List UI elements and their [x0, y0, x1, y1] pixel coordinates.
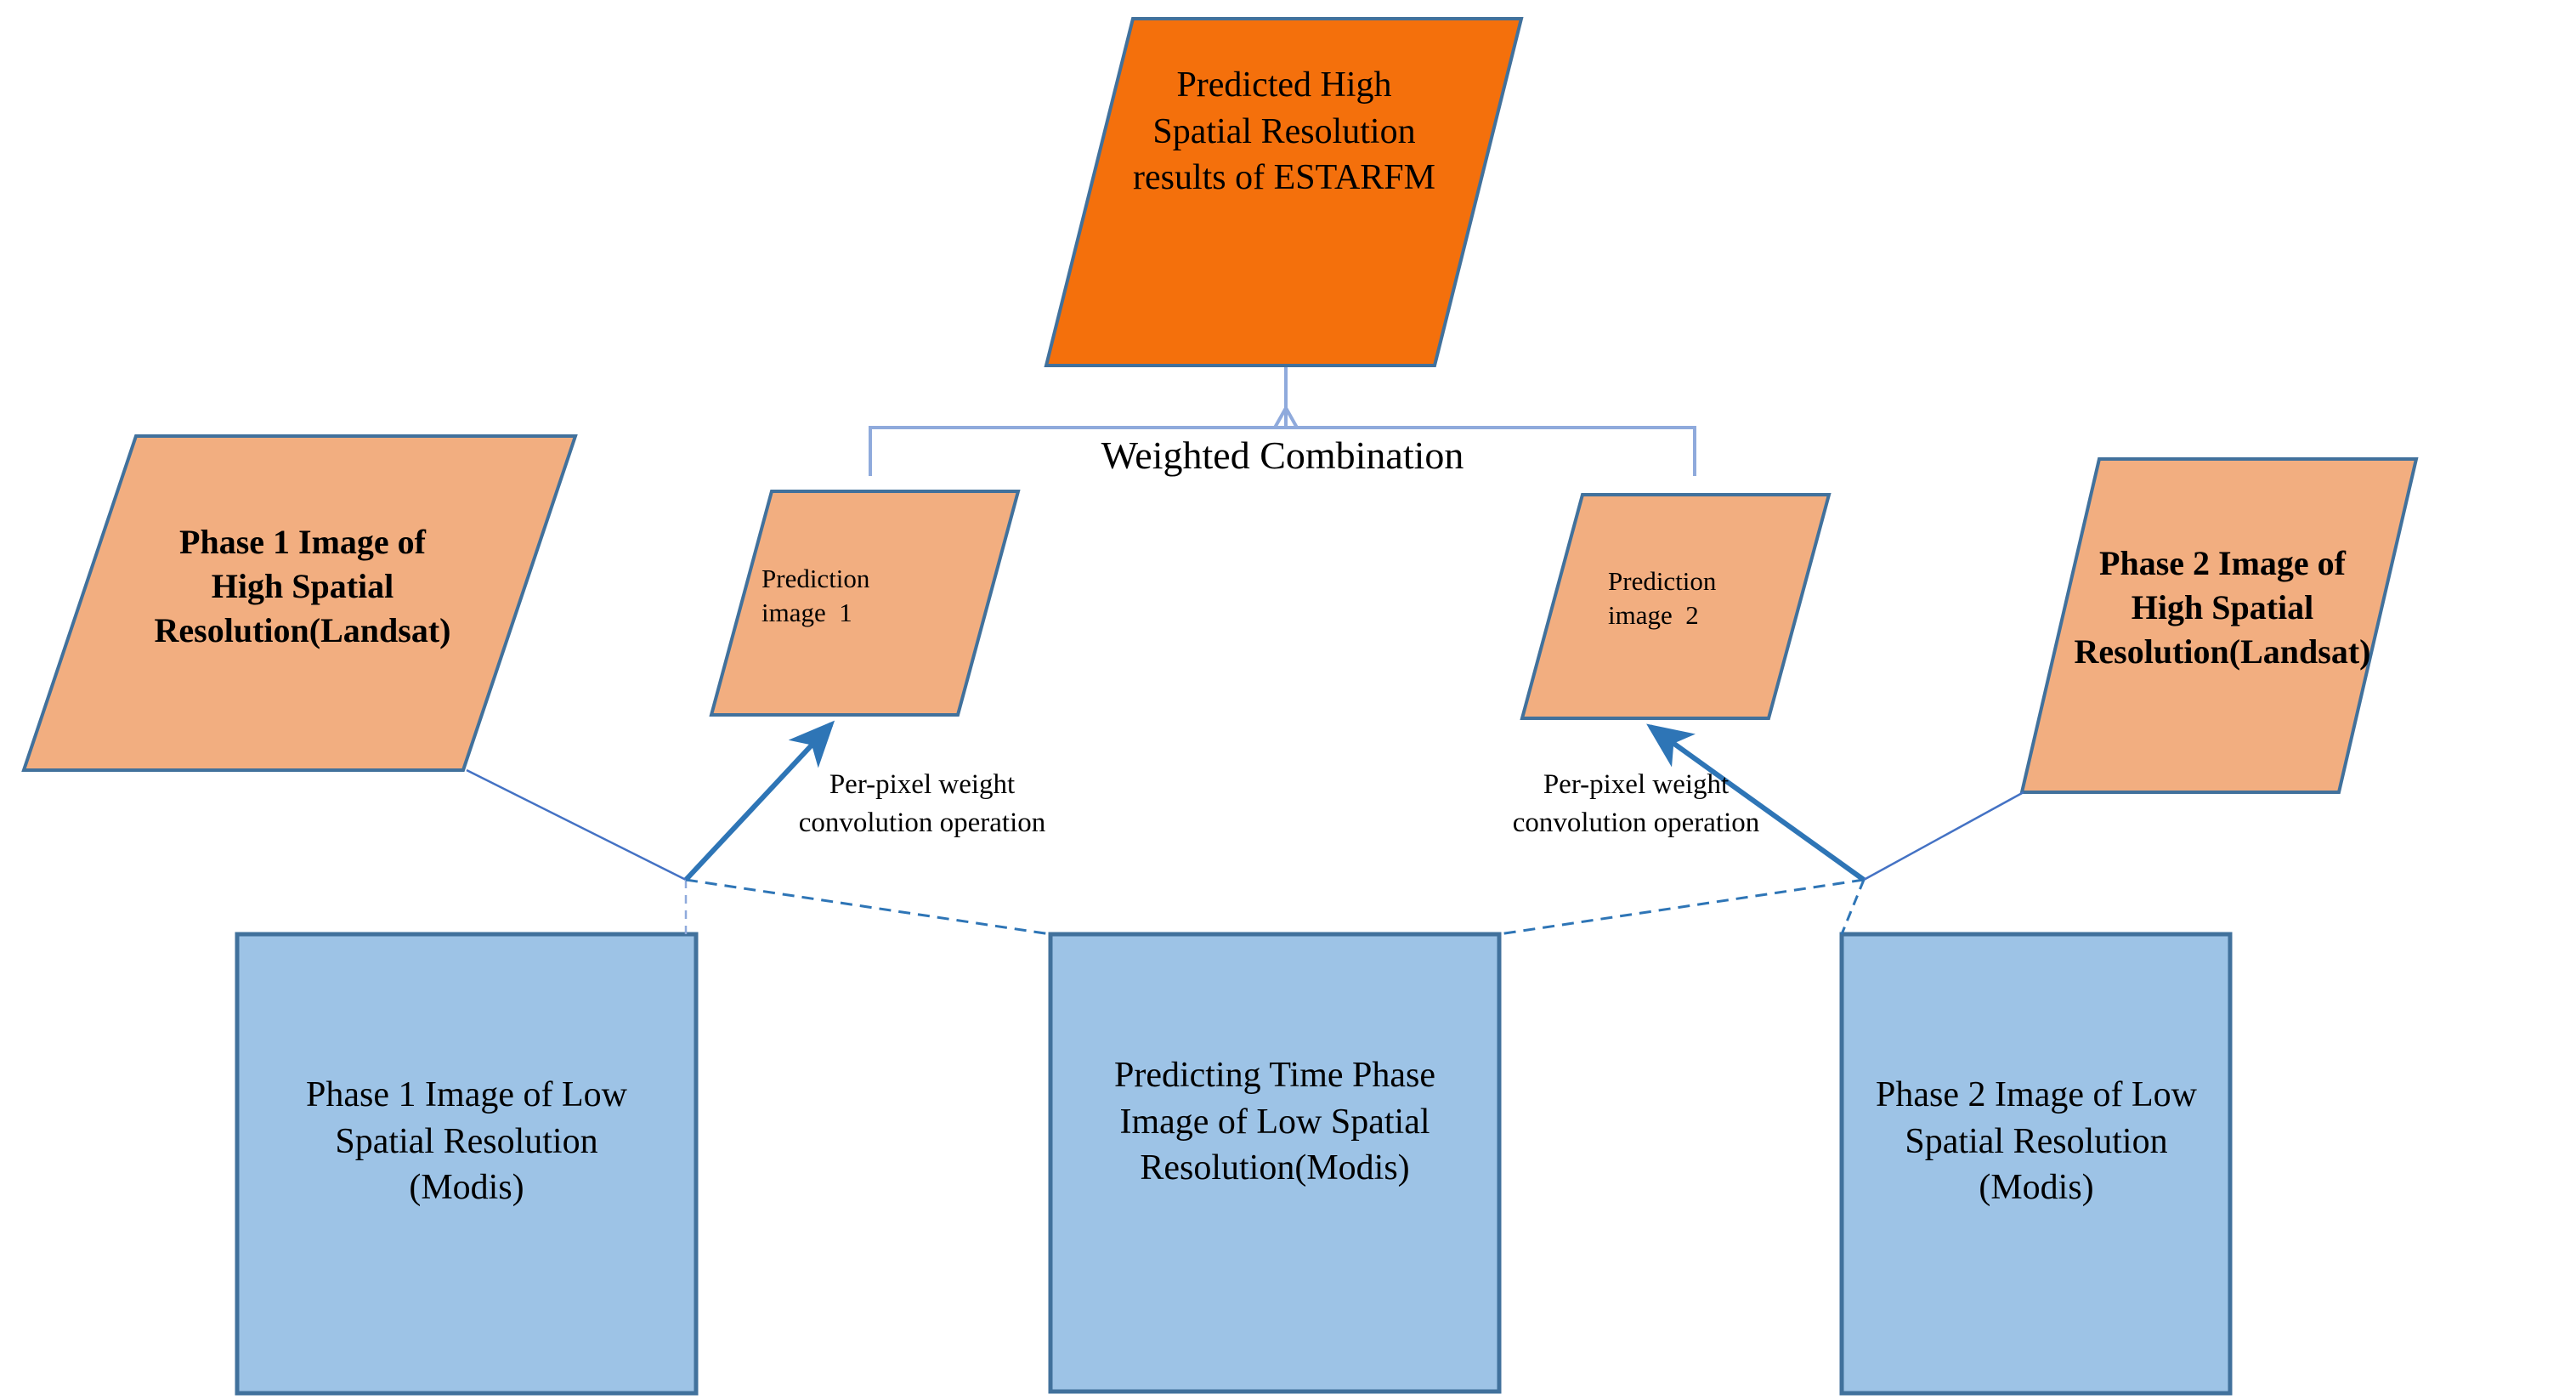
phase-1-high-res-shape[interactable]	[21, 434, 578, 772]
phase-2-low-res-shape[interactable]	[1839, 932, 2233, 1396]
arrow-to-prediction-image-2	[1646, 723, 1865, 882]
phase-2-high-res-shape[interactable]	[2019, 457, 2419, 794]
arrow-to-prediction-image-1	[683, 720, 835, 882]
phase-1-low-res-shape[interactable]	[235, 932, 699, 1396]
predicting-time-phase-low-res-shape[interactable]	[1048, 932, 1502, 1394]
prediction-image-2-shape[interactable]	[1520, 493, 1832, 720]
connector-right-junction-to-phase2-lowres	[1840, 879, 1865, 935]
connector-phase2-highres-to-right-junction	[1863, 791, 2024, 881]
bracket-stem-notch	[1273, 404, 1299, 428]
prediction-image-1-shape[interactable]	[709, 490, 1021, 717]
weighted-combination-bracket	[869, 426, 1696, 476]
connector-right-junction-to-predicting-lowres	[1498, 878, 1865, 936]
connector-left-junction-to-predicting-lowres	[685, 878, 1051, 936]
connector-phase1-highres-to-left-junction	[466, 768, 687, 881]
predicted-results-shape[interactable]	[1044, 17, 1524, 367]
